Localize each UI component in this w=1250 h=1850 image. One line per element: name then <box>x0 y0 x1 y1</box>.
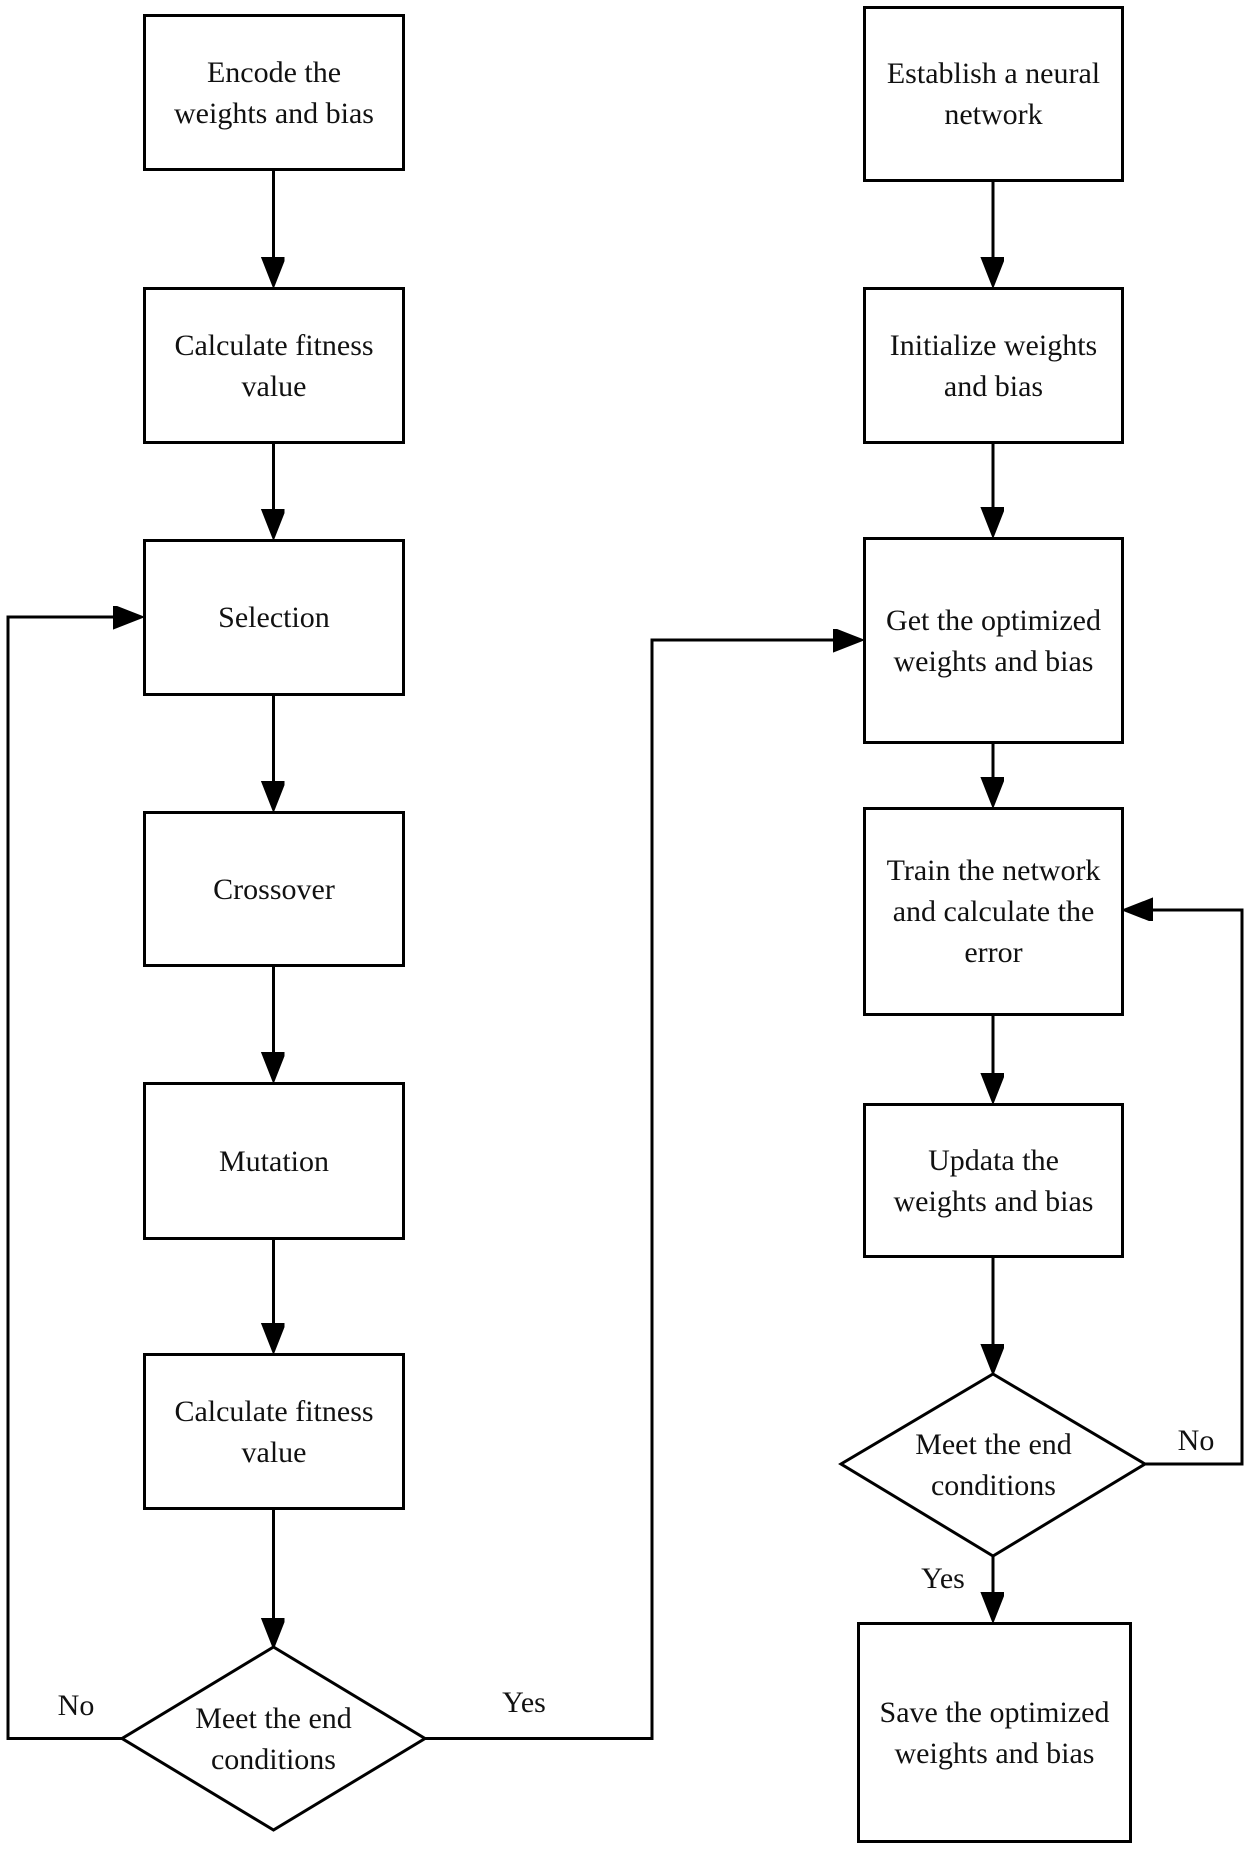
nn-end-decision-label: Meet the end conditions <box>915 1428 1072 1502</box>
node-save-optimized: Save the optimized weights and bias <box>857 1622 1132 1843</box>
node-mutation: Mutation <box>143 1082 405 1240</box>
node-train-network-label: Train the network and calculate the erro… <box>886 854 1101 969</box>
node-calc-fitness-1: Calculate fitness value <box>143 287 405 444</box>
node-encode-weights: Encode the weights and bias <box>143 14 405 171</box>
node-selection: Selection <box>143 539 405 696</box>
node-encode-weights-label: Encode the weights and bias <box>174 55 374 130</box>
ga-end-decision: Meet the end conditions <box>123 1674 424 1804</box>
node-get-optimized-label: Get the optimized weights and bias <box>886 603 1101 678</box>
edge-ga-decision-yes-to-nn <box>425 640 860 1740</box>
node-initialize-weights: Initialize weights and bias <box>863 287 1124 444</box>
ga-end-decision-label: Meet the end conditions <box>195 1702 352 1776</box>
node-selection-label: Selection <box>218 601 330 634</box>
node-calc-fitness-1-label: Calculate fitness value <box>174 328 374 403</box>
node-save-optimized-label: Save the optimized weights and bias <box>879 1695 1110 1770</box>
node-get-optimized: Get the optimized weights and bias <box>863 537 1124 744</box>
node-establish-network-label: Establish a neural network <box>886 57 1101 131</box>
node-crossover: Crossover <box>143 811 405 967</box>
node-train-network: Train the network and calculate the erro… <box>863 807 1124 1016</box>
node-establish-network: Establish a neural network <box>863 6 1124 182</box>
edge-ga-decision-no-loop <box>6 617 140 1740</box>
ga-end-decision-shape <box>119 1645 428 1832</box>
node-update-weights: Updata the weights and bias <box>863 1103 1124 1258</box>
edge-label-ga-no: No <box>57 1689 95 1722</box>
nn-end-decision: Meet the end conditions <box>843 1400 1144 1530</box>
node-initialize-weights-label: Initialize weights and bias <box>889 328 1098 403</box>
edge-label-nn-no: No <box>1177 1424 1215 1457</box>
node-update-weights-label: Updata the weights and bias <box>893 1143 1094 1218</box>
edge-label-ga-yes: Yes <box>502 1686 546 1719</box>
node-calc-fitness-2-label: Calculate fitness value <box>174 1394 374 1469</box>
node-crossover-label: Crossover <box>213 872 335 906</box>
edge-label-nn-yes: Yes <box>921 1562 965 1595</box>
node-mutation-label: Mutation <box>219 1144 329 1178</box>
nn-end-decision-shape <box>838 1372 1148 1558</box>
edge-nn-decision-no-loop <box>1126 910 1244 1466</box>
node-calc-fitness-2: Calculate fitness value <box>143 1353 405 1510</box>
